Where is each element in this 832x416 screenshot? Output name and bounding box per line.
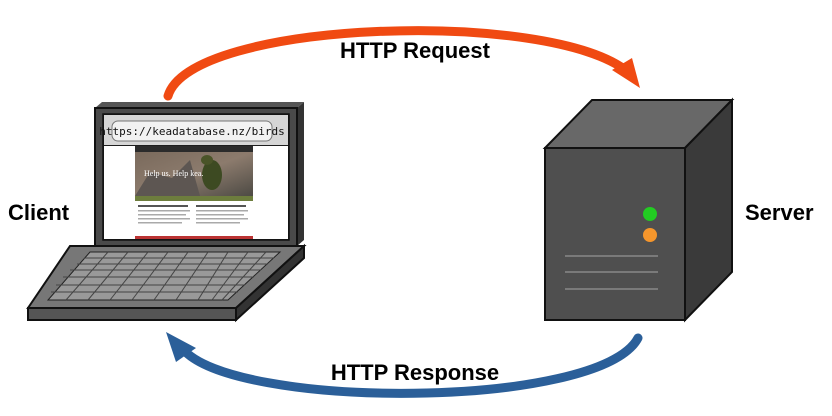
client-label: Client: [8, 200, 70, 225]
kea-bird-image: [202, 160, 222, 190]
address-bar-url: https://keadatabase.nz/birds: [99, 125, 284, 138]
response-arrowhead: [166, 332, 196, 362]
response-label: HTTP Response: [331, 360, 499, 385]
address-bar: [111, 120, 273, 142]
response-arrow: [166, 332, 643, 398]
server-label: Server: [745, 200, 814, 225]
status-led-orange: [643, 228, 657, 242]
status-led-green: [643, 207, 657, 221]
laptop-icon: https://keadatabase.nz/birds Help us. He…: [26, 102, 307, 323]
request-arrow: [163, 26, 640, 101]
server-icon: [542, 97, 735, 323]
request-label: HTTP Request: [340, 38, 491, 63]
request-arrowhead: [612, 58, 640, 88]
hero-text: Help us. Help kea.: [144, 169, 203, 178]
